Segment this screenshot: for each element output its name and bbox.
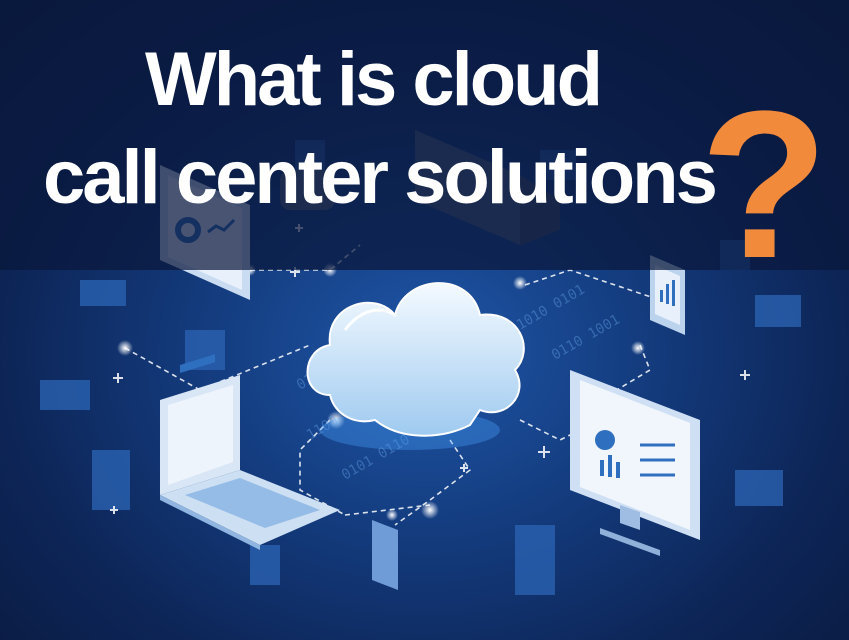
title-band [0,0,849,270]
desktop-monitor-icon [570,370,700,556]
question-mark: ? [700,67,829,302]
headline-line-2: call center solutions [43,135,718,220]
cloud-icon [306,282,525,450]
svg-text:0110 1001: 0110 1001 [549,312,623,364]
smartphone-icon [650,255,685,335]
laptop-icon [160,354,340,550]
svg-text:1010 0101: 1010 0101 [514,282,588,334]
smartphone-icon [372,520,398,590]
headline-line-1: What is cloud [145,37,603,122]
